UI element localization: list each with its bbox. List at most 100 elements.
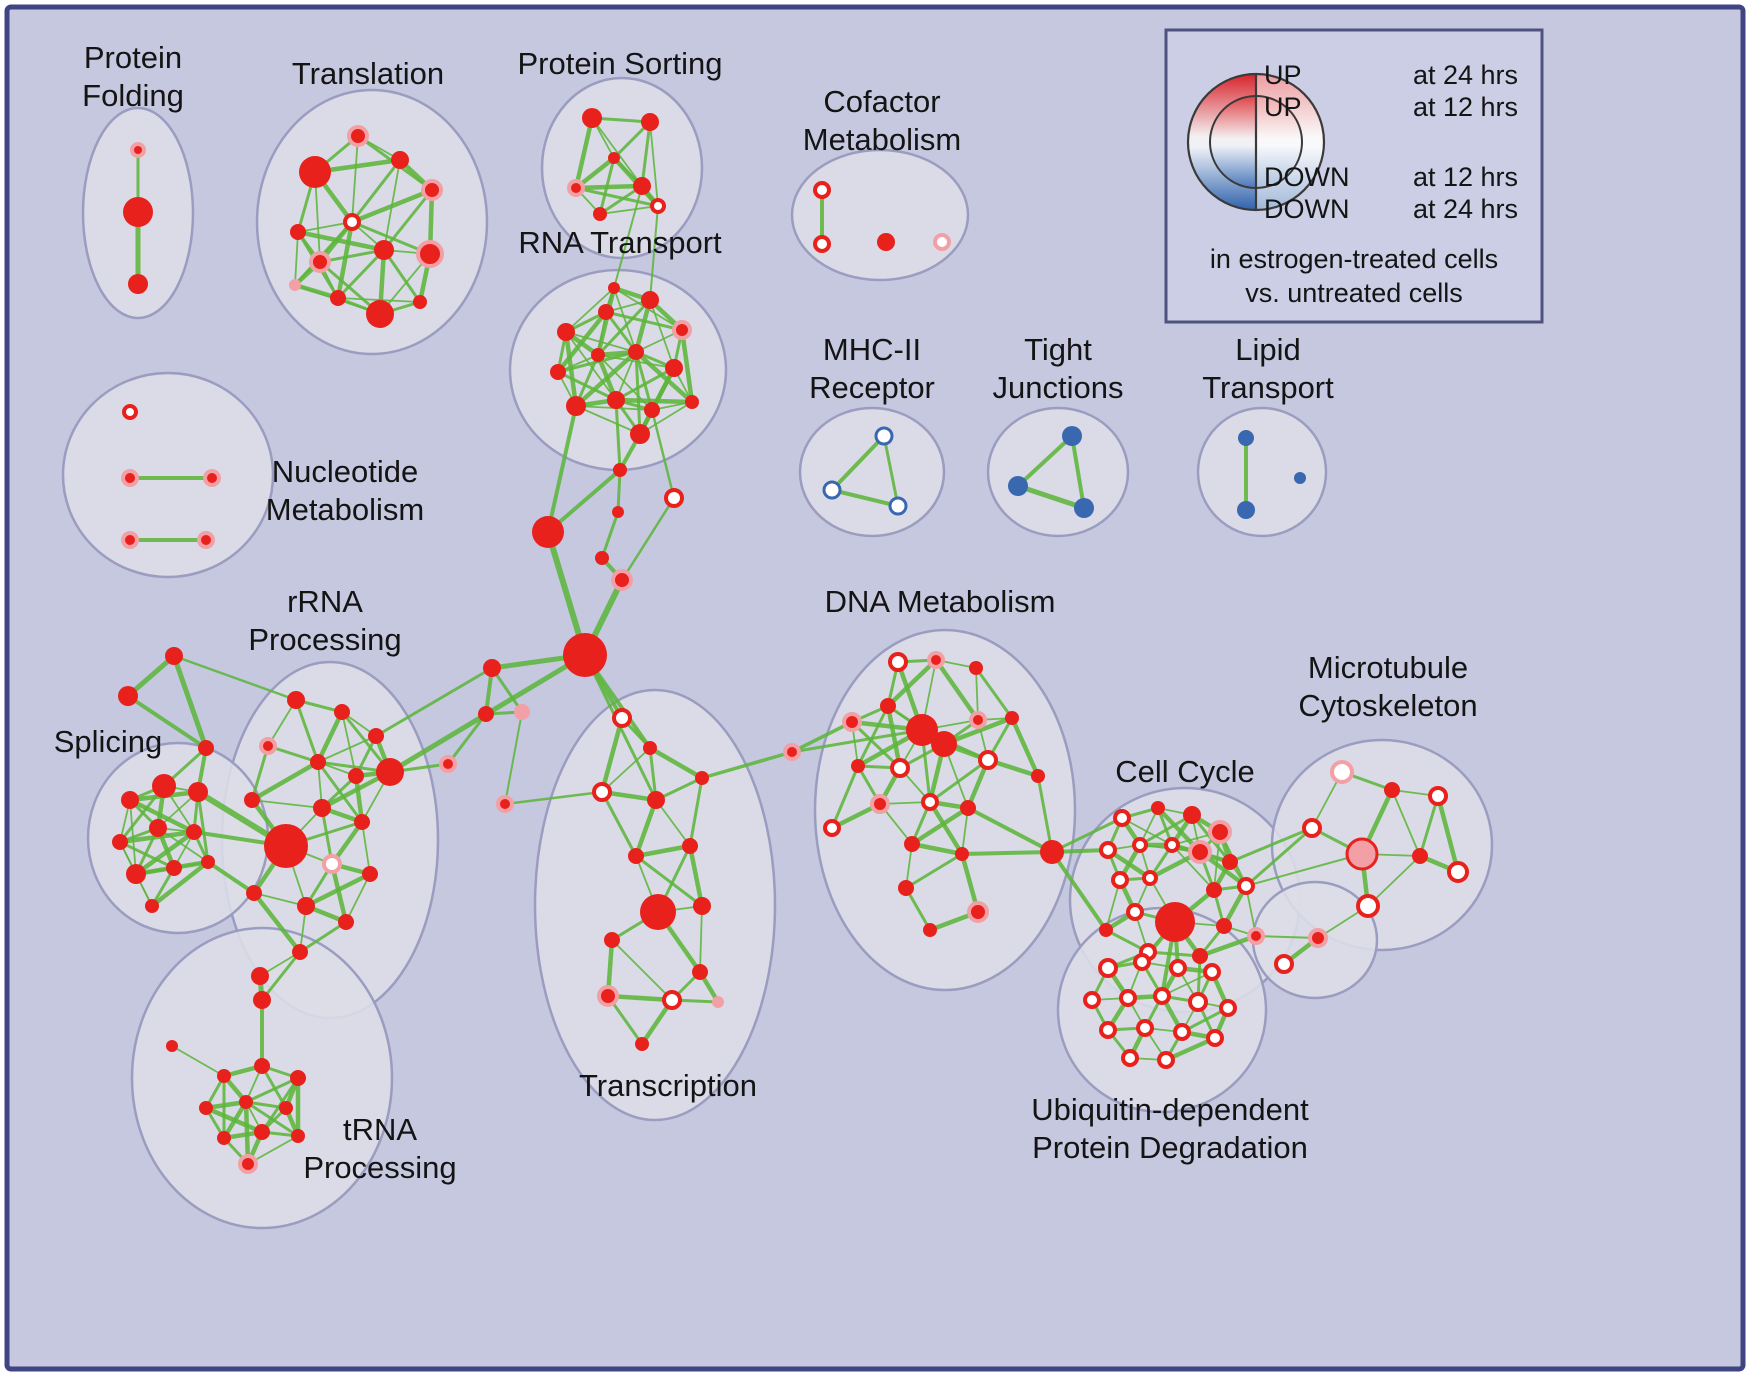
gene-node-sp6 [186,824,202,840]
edge-c9-mt4 [1228,826,1314,864]
edge-r1-r10 [565,331,617,401]
edge-tr5-tr7 [244,1076,300,1104]
edge-ps4-r13 [613,185,643,289]
gene-node-d9 [1005,711,1019,725]
edge-rr15-rr16 [298,920,348,954]
edge-d9-d13 [1009,715,1041,779]
gene-node-rr8 [244,792,260,808]
gene-node-u10 [1099,1021,1117,1039]
edge-d18-d19 [909,841,965,857]
edge-d19-d20 [904,852,964,890]
gene-node-tr1 [253,991,271,1009]
gene-node-sp10 [145,899,159,913]
edge-st1-st3 [126,694,208,750]
gene-node-c8 [1188,840,1212,864]
edge-rr3-rr5 [317,735,377,763]
edge-r2-r5 [555,309,609,375]
gene-node-r2 [598,304,614,320]
edge-ps3-ps6 [574,186,660,208]
gene-node-c12 [1155,902,1195,942]
edge-t6-t9 [350,220,432,256]
gene-node-c1 [1113,809,1131,827]
edge-r9-b3 [546,404,578,534]
gene-node-u1 [1098,958,1118,978]
gene-node-tr9 [217,1131,231,1145]
edge-tx3-tx6 [600,790,638,858]
edge-tx5-b14 [700,750,794,780]
edge-mt3-mt6 [1418,794,1440,858]
gene-node-u3 [1169,959,1187,977]
gene-node-sp3 [188,782,208,802]
edge-r9-r14 [575,405,641,435]
gene-node-b5 [595,551,609,565]
gene-node-sp5 [149,819,167,837]
edge-r12-r14 [639,401,693,435]
gene-node-rr17 [251,967,269,985]
edge-b2-b6 [620,496,676,582]
gene-node-n5 [197,531,215,549]
gene-node-tx11 [692,964,708,980]
edge-tx2-tx5 [647,745,705,781]
gene-node-r8 [665,359,683,377]
gene-node-u5 [1083,991,1101,1009]
gene-node-m2 [822,480,842,500]
gene-node-t10 [330,290,346,306]
edge-b8-b11 [504,711,523,805]
edge-tx5-tx7 [688,776,704,848]
edge-r5-r10 [556,370,618,402]
edge-d2-d5 [885,657,939,709]
gene-node-rr3 [368,728,384,744]
edge-d15-d19 [927,799,965,857]
gene-node-r9 [566,396,586,416]
edge-b11-tx3 [503,790,604,806]
gene-node-tj3 [1074,498,1094,518]
gene-node-tr3 [217,1069,231,1083]
cluster-label-translation: Translation [292,56,444,91]
gene-node-mt5 [1345,837,1379,871]
gene-node-u6 [1119,989,1137,1007]
gene-node-tx1 [612,708,632,728]
gene-node-sp1 [121,791,139,809]
gene-node-m3 [888,496,908,516]
gene-node-t6 [343,213,361,231]
gene-node-t8 [374,240,394,260]
gene-node-d12 [978,750,998,770]
edge-sp4-sp8 [118,840,176,870]
gene-node-c17 [1216,918,1232,934]
gene-node-d8 [969,711,987,729]
gene-node-t4 [421,179,443,201]
gene-node-d2 [927,651,945,669]
gene-node-d17 [823,819,841,837]
edge-rr8-rr9 [251,799,323,809]
edge-d4-d11 [850,720,902,770]
gene-node-ps3 [567,179,585,197]
cluster-ellipse-cofactor-metabolism [790,148,970,282]
cluster-ellipse-translation [255,88,489,356]
gene-node-r6 [591,348,605,362]
edge-r4-r13 [613,287,683,331]
edge-t5-t6 [297,221,353,233]
gene-node-rr6 [348,768,364,784]
gene-node-b15 [1040,840,1064,864]
edge-d16-d18 [909,805,971,847]
gene-node-n2 [121,469,139,487]
edge-tx9-tx11 [699,905,703,973]
edge-sp1-sp6 [127,797,197,835]
gene-node-d10 [851,759,865,773]
edge-m1-m3 [882,434,900,508]
gene-node-d21 [967,901,989,923]
gene-node-b1 [613,463,627,477]
gene-node-b11 [496,795,514,813]
cluster-label-dna-metabolism: DNA Metabolism [825,584,1056,619]
gene-node-t7 [309,251,331,273]
edge-rr10-rr12 [361,821,371,875]
gene-node-r3 [641,291,659,309]
gene-node-r12 [685,395,699,409]
edge-d16-b15 [966,806,1054,854]
cluster-label-protein-sorting: Protein Sorting [517,46,722,81]
edge-r3-r8 [649,299,675,369]
